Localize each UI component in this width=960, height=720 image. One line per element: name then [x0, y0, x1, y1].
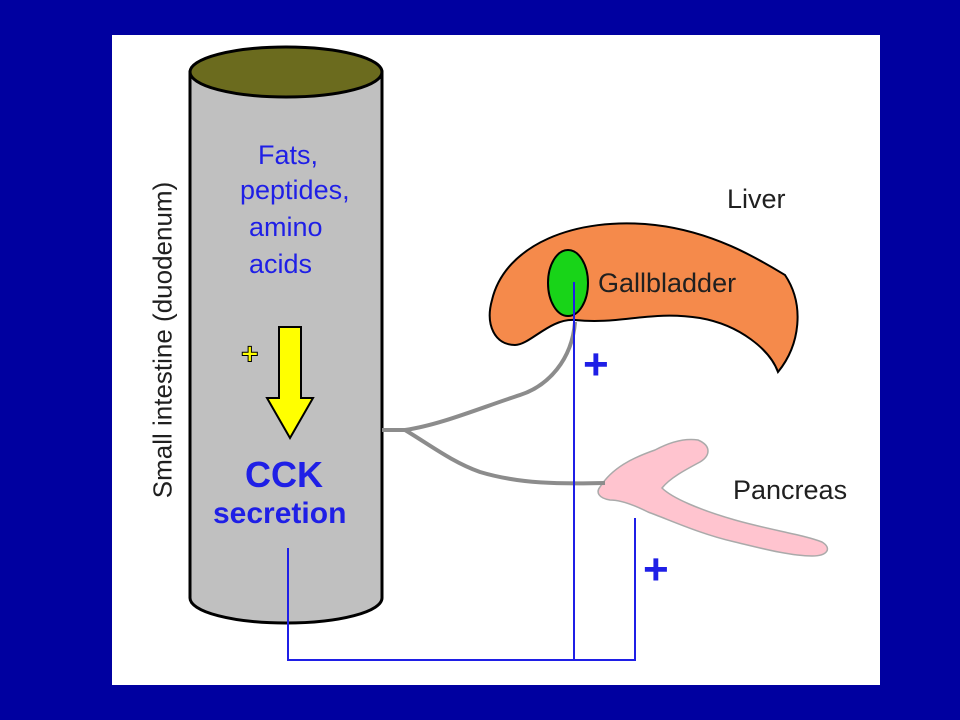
hormone-cck: CCK: [245, 454, 323, 495]
hormone-action-secretion: secretion: [213, 497, 347, 530]
gallbladder-shape: [547, 249, 589, 317]
stimulant-peptides: peptides,: [240, 175, 350, 205]
stimulant-amino: amino: [249, 212, 323, 242]
pancreas-effect-plus: +: [643, 545, 669, 594]
cck-signal-lines: [287, 282, 636, 661]
nerve-branches: [382, 321, 606, 486]
intestine-label: Small intestine (duodenum): [147, 181, 178, 499]
pancreas-label: Pancreas: [733, 475, 848, 505]
liver-label: Liver: [727, 184, 786, 214]
pancreas-shape: [597, 438, 829, 557]
stimulant-fats: Fats,: [258, 140, 319, 170]
gallbladder-label: Gallbladder: [598, 268, 737, 298]
cylinder-top: [188, 45, 384, 99]
gallbladder-effect-plus: +: [583, 340, 609, 389]
stimulus-plus-sign: +: [241, 338, 260, 371]
stimulant-acids: acids: [249, 249, 313, 279]
stimulus-arrow: [265, 326, 315, 441]
